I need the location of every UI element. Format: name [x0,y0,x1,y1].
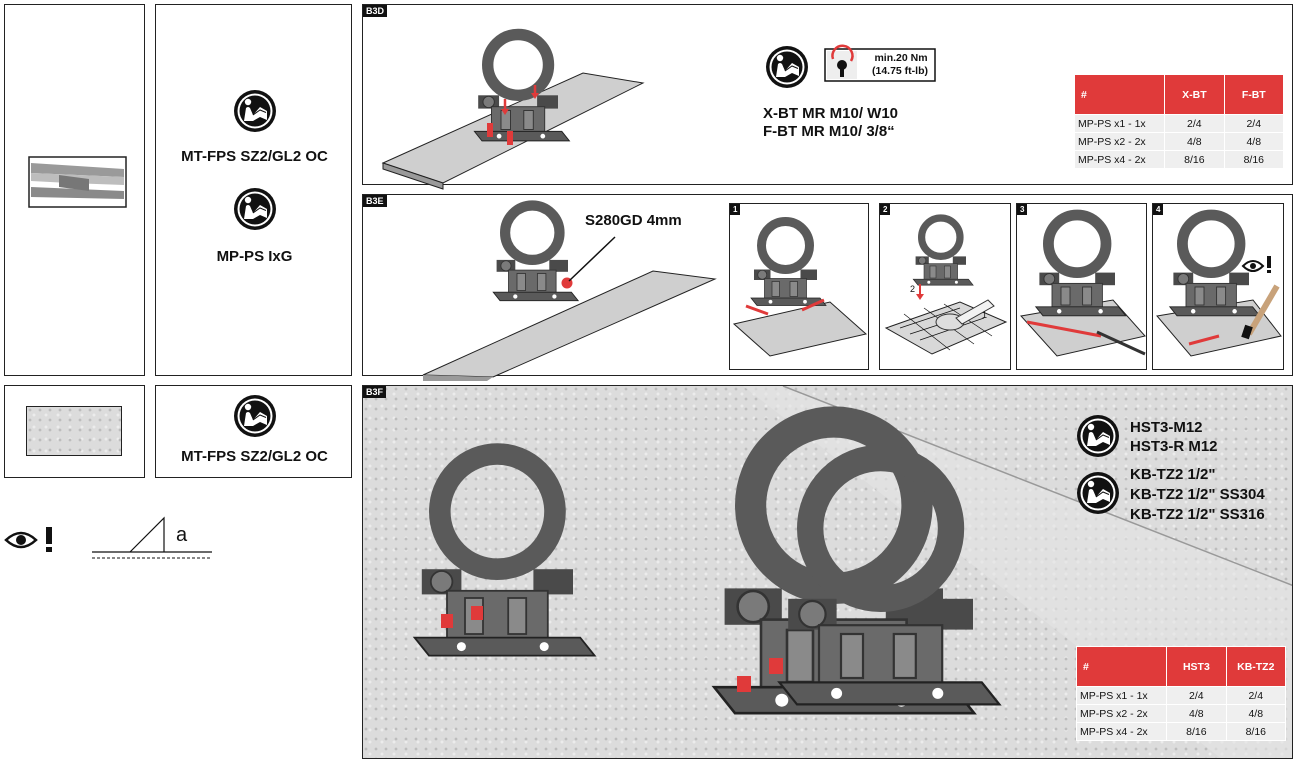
torque-value: min.20 Nm [874,52,928,64]
fastener-line-2: F-BT MR M10/ 3/8“ [763,123,895,140]
b3e-beam-weld-illustration [422,197,717,381]
table-cell: 8/16 [1166,722,1227,741]
table-header: HST3 [1166,646,1227,687]
table-cell: MP-PS x1 - 1x [1075,686,1168,705]
steel-product-label-2: MP-PS IxG [216,248,293,265]
table-row: MP-PS x1 - 1x 2/4 2/4 [1073,114,1285,133]
step2-label-1: 1 [982,310,988,320]
table-header: X-BT [1164,74,1225,115]
concrete-thumb-panel [4,385,145,478]
torque-value-imperial: (14.75 ft-lb) [871,65,928,77]
table-header-row: # X-BT F-BT [1073,74,1285,115]
table-cell: 2/4 [1223,114,1285,133]
step1-position-illustration [732,204,868,357]
table-cell: 4/8 [1223,132,1285,151]
step-panel-4: 4 [1152,203,1284,370]
panel-tag: B3D [363,5,388,17]
fastener-line-1: X-BT MR M10/ W10 [763,105,899,122]
visual-inspection-icon [4,527,52,552]
read-manual-icon [1076,414,1120,458]
table-header: KB-TZ2 [1225,646,1287,687]
table-header-row: # HST3 KB-TZ2 [1075,646,1287,687]
read-manual-icon [233,394,277,438]
anchor-1-line-2: HST3-R M12 [1130,438,1218,455]
step-number: 3 [1017,204,1028,215]
step-panel-1: 1 [729,203,869,370]
b3d-spec-table: # X-BT F-BT MP-PS x1 - 1x 2/4 2/4 MP-PS … [1073,74,1285,169]
table-cell: MP-PS x4 - 2x [1073,150,1166,169]
read-manual-icon [765,45,809,89]
steel-beam-thumb-panel [4,4,145,376]
step3-welding-illustration [1020,204,1146,357]
step-panel-3: 3 [1016,203,1147,370]
panel-tag: B3F [363,386,387,398]
step-panel-2: 2 2 1 [879,203,1011,370]
concrete-info-panel: MT-FPS SZ2/GL2 OC [155,385,352,478]
table-cell: 8/16 [1164,150,1225,169]
table-cell: 2/4 [1164,114,1225,133]
b3f-double-support-illustration [673,396,1003,736]
table-row: MP-PS x1 - 1x 2/4 2/4 [1075,686,1287,705]
steel-info-panel: MT-FPS SZ2/GL2 OC MP-PS IxG [155,4,352,376]
step-number: 1 [730,204,741,215]
table-row: MP-PS x2 - 2x 4/8 4/8 [1073,132,1285,151]
table-cell: 2/4 [1166,686,1227,705]
table-cell: 4/8 [1166,704,1227,723]
table-cell: MP-PS x4 - 2x [1075,722,1168,741]
table-row: MP-PS x2 - 2x 4/8 4/8 [1075,704,1287,723]
b3d-beam-mount-illustration [381,23,645,190]
weld-symbol-icon [92,516,212,559]
table-row: MP-PS x4 - 2x 8/16 8/16 [1075,722,1287,741]
panel-b3f: B3F HST3-M12 HST3-R M12 KB-TZ2 1/2" KB-T… [362,385,1293,759]
read-manual-icon [233,187,277,231]
step4-coating-illustration [1156,204,1282,357]
anchor-2-line-1: KB-TZ2 1/2" [1130,466,1216,483]
steel-product-label: MT-FPS SZ2/GL2 OC [181,148,328,165]
step2-label-2: 2 [910,284,916,294]
table-header: # [1075,646,1168,687]
table-cell: MP-PS x1 - 1x [1073,114,1166,133]
table-cell: 8/16 [1223,150,1285,169]
b3f-single-support-illustration [393,436,613,676]
panel-b3e: B3E S280GD 4mm 1 2 2 1 3 [362,194,1293,381]
panel-b3d: B3D min.20 Nm (14.75 ft-lb) X-BT MR M10/… [362,4,1293,190]
step-number: 2 [880,204,891,215]
anchor-2-line-2: KB-TZ2 1/2" SS304 [1130,486,1265,503]
concrete-product-label: MT-FPS SZ2/GL2 OC [181,448,328,465]
table-cell: 2/4 [1225,686,1287,705]
weld-size-label: a [176,524,188,546]
torque-wrench-icon [824,44,936,82]
table-cell: 4/8 [1225,704,1287,723]
table-cell: 4/8 [1164,132,1225,151]
table-header: F-BT [1223,74,1285,115]
table-cell: MP-PS x2 - 2x [1073,132,1166,151]
table-cell: MP-PS x2 - 2x [1075,704,1168,723]
panel-tag: B3E [363,195,387,207]
table-cell: 8/16 [1225,722,1287,741]
table-header: # [1073,74,1166,115]
step-number: 4 [1153,204,1164,215]
table-row: MP-PS x4 - 2x 8/16 8/16 [1073,150,1285,169]
concrete-block-thumbnail [26,406,122,456]
anchor-1-line-1: HST3-M12 [1130,419,1203,436]
b3f-spec-table: # HST3 KB-TZ2 MP-PS x1 - 1x 2/4 2/4 MP-P… [1075,646,1287,741]
step2-grinding-illustration [884,204,1008,355]
read-manual-icon [1076,471,1120,515]
steel-beam-thumbnail [28,156,127,208]
anchor-2-line-3: KB-TZ2 1/2" SS316 [1130,506,1265,523]
material-spec-label: S280GD 4mm [585,212,682,229]
read-manual-icon [233,89,277,133]
